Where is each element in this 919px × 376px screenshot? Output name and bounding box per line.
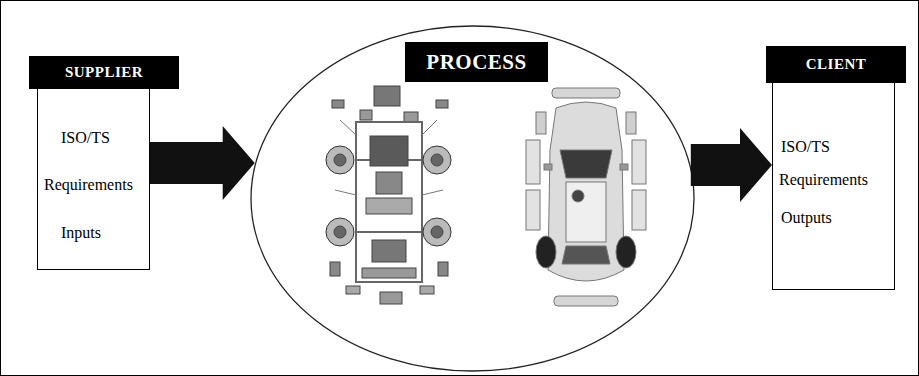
item-text: ISO/TS (61, 129, 110, 147)
header-band: CLIENT (766, 46, 906, 83)
ellipse-shape (251, 26, 694, 371)
header-band: PROCESS (405, 42, 548, 82)
block-arrow (691, 128, 772, 202)
item-text: Inputs (61, 224, 101, 242)
block-arrow (150, 126, 255, 200)
arrow-shape (691, 128, 772, 202)
header-band: SUPPLIER (29, 56, 179, 89)
arrow-shape (150, 126, 255, 200)
process-ellipse: PROCESS (250, 25, 695, 372)
exploded-parts (326, 86, 451, 304)
item-text: ISO/TS (781, 138, 830, 156)
entity-box: CLIENTISO/TSRequirementsOutputs (772, 68, 895, 290)
item-text: Requirements (779, 171, 868, 189)
item-text: Outputs (781, 209, 832, 227)
car-top-view (526, 88, 646, 306)
item-text: Requirements (44, 176, 133, 194)
entity-box: SUPPLIERISO/TSRequirementsInputs (37, 72, 150, 270)
